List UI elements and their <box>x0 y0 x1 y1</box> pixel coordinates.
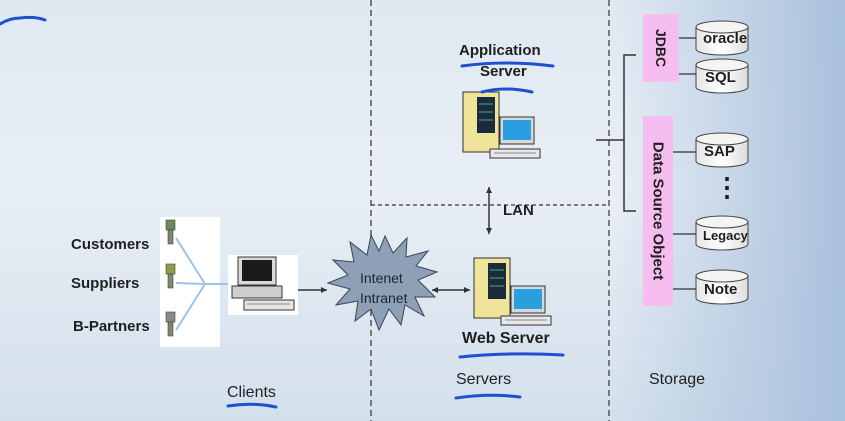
web-server-icon <box>473 257 552 326</box>
section-label-storage: Storage <box>649 371 706 388</box>
lan-label: LAN <box>503 202 534 219</box>
section-label-servers: Servers <box>456 371 512 388</box>
db-sap-label: SAP <box>704 143 735 160</box>
jdbc-label: JDBC <box>653 28 669 68</box>
client-suppliers: Suppliers <box>71 275 140 292</box>
db-ellipsis: ⋮ <box>714 172 740 202</box>
section-label-clients: Clients <box>227 384 276 401</box>
db-note-label: Note <box>704 281 738 298</box>
app-server-label-line1: Application <box>459 42 541 59</box>
storage-bracket <box>623 54 636 212</box>
network-starburst <box>326 233 439 332</box>
db-oracle-label: oracle <box>703 30 748 47</box>
application-server-icon <box>462 91 541 159</box>
client-b-partners: B-Partners <box>73 318 150 335</box>
db-legacy-label: Legacy <box>703 228 748 243</box>
client-customers: Customers <box>71 236 150 253</box>
database-cylinders <box>695 20 749 305</box>
data-source-object-label: Data Source Object <box>649 141 667 281</box>
network-label-line2: Intranet <box>360 290 408 306</box>
jdbc-box <box>643 14 679 82</box>
app-server-label-line2: Server <box>480 63 527 80</box>
client-computer-icon <box>228 255 298 315</box>
ink-annotations <box>0 15 565 409</box>
connector-icon <box>165 219 176 337</box>
db-sql-label: SQL <box>705 69 736 86</box>
network-label-line1: Intenet <box>360 270 403 286</box>
web-server-label: Web Server <box>462 330 550 347</box>
data-source-object-box <box>643 116 673 306</box>
client-links <box>175 237 228 331</box>
db-links <box>673 37 696 290</box>
